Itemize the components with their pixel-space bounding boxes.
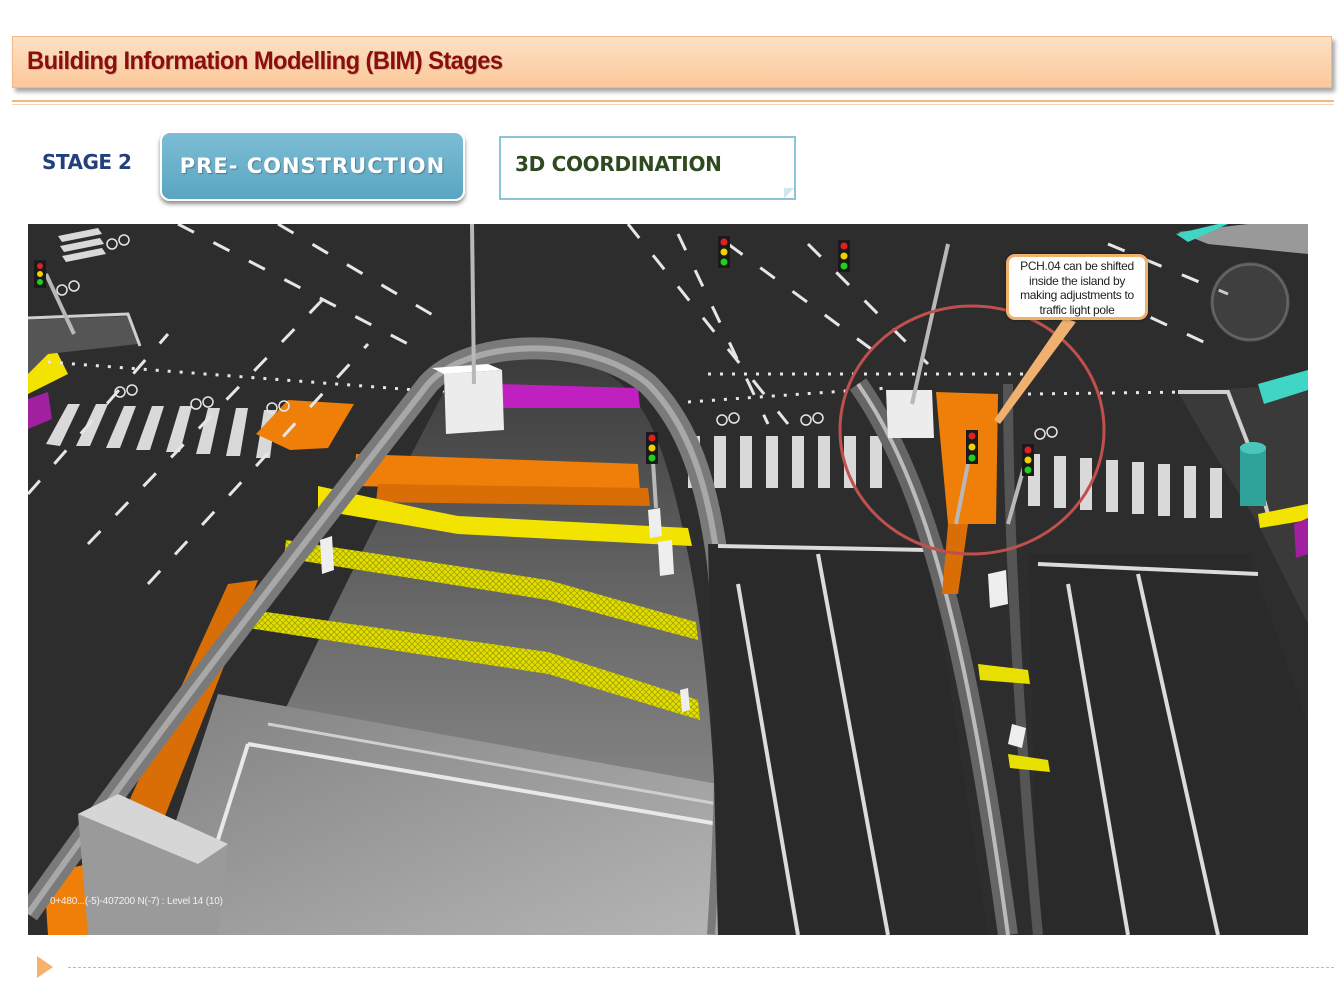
page-title: Building Information Modelling (BIM) Sta… (27, 47, 503, 75)
stop-line-dots (47, 360, 1189, 404)
triangle-right-icon (37, 956, 53, 978)
orange-pad (256, 400, 354, 450)
lane-lines-down (717, 544, 1259, 935)
bim-model-viewport[interactable]: PCH.04 can be shifted inside the island … (28, 224, 1308, 935)
teal-duct (1258, 370, 1308, 404)
yellow-tray-2 (222, 606, 700, 720)
callout-pointer (994, 318, 1076, 424)
callout-line-4: traffic light pole (1039, 302, 1115, 317)
bim-model-render (28, 224, 1308, 935)
title-divider-thin (12, 104, 1334, 105)
pit-floor (138, 694, 718, 935)
coordination-box: 3D COORDINATION (499, 136, 796, 200)
light-poles (44, 224, 1028, 525)
callout-line-1: PCH.04 can be shifted (1020, 259, 1134, 273)
page-fold-corner (784, 188, 794, 198)
teal-tank (1240, 446, 1266, 506)
orange-duct-1 (354, 454, 640, 492)
lane-markings-right (626, 224, 1229, 425)
light-pole-base-1 (444, 370, 504, 434)
stage-label: STAGE 2 (42, 150, 132, 174)
traffic-lights (34, 236, 1034, 476)
coordinate-readout: 0+480...(-5)-407200 N(-7) : Level 14 (10… (50, 896, 223, 907)
pre-construction-button[interactable]: PRE- CONSTRUCTION (160, 131, 465, 201)
title-bar: Building Information Modelling (BIM) Sta… (12, 36, 1332, 88)
coordination-label: 3D COORDINATION (515, 152, 722, 176)
navigation-wheel (1210, 262, 1290, 342)
yellow-tray-1 (284, 540, 698, 640)
orange-duct-2 (376, 484, 650, 506)
zebra-crossing-right (688, 436, 1222, 518)
footer-divider (68, 967, 1334, 968)
callout-line-2: inside the island by (1028, 273, 1126, 288)
bike-lane-symbols (56, 234, 1058, 440)
magenta-duct-pit (498, 384, 640, 408)
lanes-down-right (1028, 554, 1308, 935)
annotation-callout: PCH.04 can be shifted inside the island … (1006, 254, 1148, 320)
title-divider (12, 100, 1334, 102)
zebra-crossing-top-left (58, 228, 106, 262)
left-island (28, 316, 138, 374)
clash-highlight-circle (838, 304, 1106, 556)
callout-line-3: making adjustments to (1020, 288, 1134, 302)
right-island (1178, 384, 1308, 624)
right-magenta-duct (1294, 518, 1308, 558)
lane-markings-left (28, 224, 449, 586)
lanes-down-left (708, 544, 988, 935)
light-pole-base-2 (886, 390, 934, 438)
yellow-duct-1 (318, 486, 692, 546)
right-yellow-duct (1258, 504, 1308, 528)
left-magenta-duct (28, 392, 52, 429)
